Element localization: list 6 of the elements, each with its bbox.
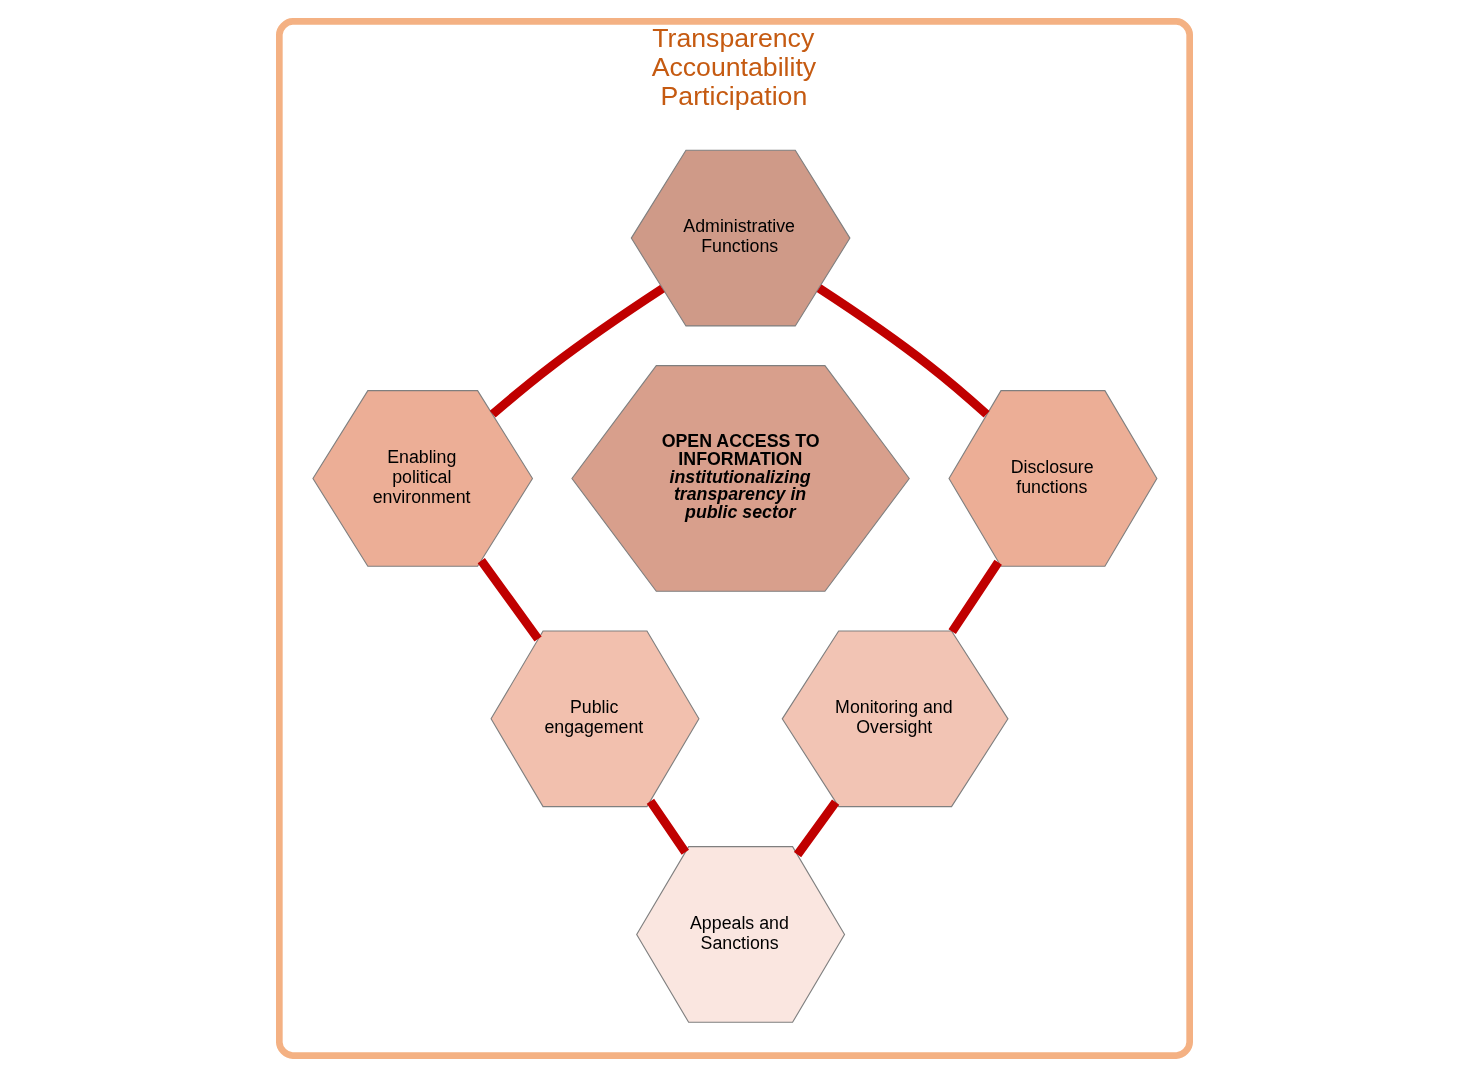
connector (793, 799, 839, 858)
connector (816, 284, 990, 418)
connector (477, 557, 542, 642)
connector (489, 284, 665, 418)
connector (948, 559, 1002, 635)
connector (646, 798, 689, 855)
